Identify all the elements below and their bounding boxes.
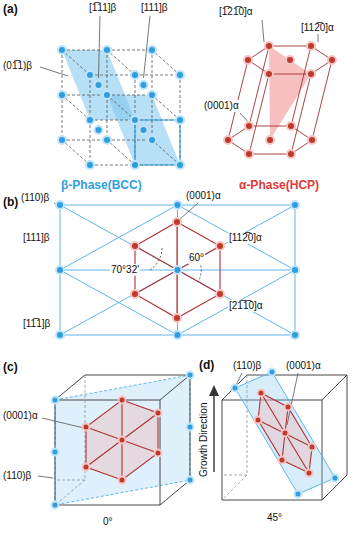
- angle-label: 0°: [102, 516, 114, 528]
- plane-label: (110)β: [232, 360, 262, 372]
- bcc-lattice: [40, 16, 184, 169]
- phase-title: β-Phase(BCC): [60, 178, 143, 192]
- panel-letter: (b): [2, 195, 19, 209]
- direction-label: [21̅1̅0]α: [228, 300, 264, 312]
- growth-arrow: [209, 385, 219, 472]
- orientation-projection: [54, 201, 299, 339]
- phase-title: α-Phase(HCP): [238, 178, 320, 192]
- panel-letter: (c): [2, 360, 19, 374]
- panel-letter: (d): [198, 358, 215, 372]
- growth-direction: Growth Direction: [198, 402, 210, 478]
- plane-label: (0001)α: [2, 410, 39, 422]
- direction-label: [112̅0]α: [228, 232, 263, 244]
- hcp-prism: [224, 20, 336, 158]
- angle-label: 60°: [188, 252, 205, 264]
- angle-label: 45°: [266, 512, 283, 524]
- plane-label: (110)β: [20, 192, 50, 204]
- panel-letter: (a): [2, 2, 19, 16]
- cube-zero-degree: [38, 372, 194, 509]
- angle-label: 70°32': [110, 264, 140, 276]
- plane-label: (0001)α: [285, 360, 322, 372]
- plane-label: (01̅1)β: [2, 60, 33, 72]
- cube-45-degree: [222, 369, 347, 501]
- direction-label: [1̅11]β: [88, 2, 117, 14]
- direction-label: [111]β: [140, 2, 169, 14]
- direction-label: [112̅0]α: [300, 22, 335, 34]
- direction-label: [1̅21̅0]α: [218, 6, 254, 18]
- direction-label: [111]β: [22, 232, 51, 244]
- direction-label: [11̅1]β: [22, 318, 51, 330]
- plane-label: (0001)α: [185, 190, 222, 202]
- plane-label: (0001)α: [203, 100, 240, 112]
- plane-label: (110)β: [2, 470, 32, 482]
